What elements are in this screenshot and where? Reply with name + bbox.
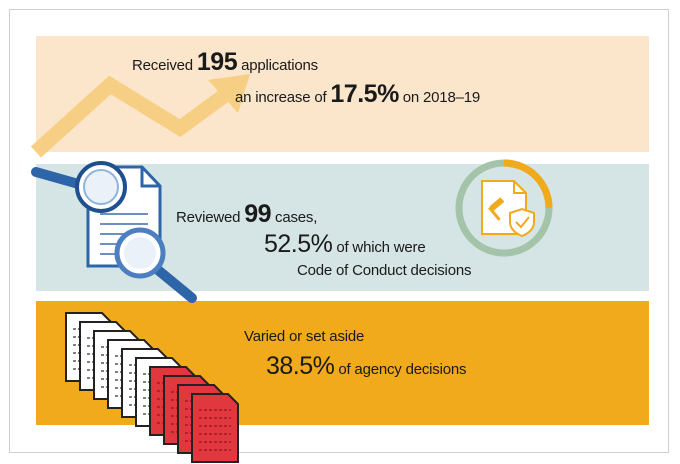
outcomes-line-1: Varied or set aside xyxy=(244,328,365,345)
applications-count: 195 xyxy=(196,48,238,76)
reviews-prefix: Reviewed xyxy=(176,209,241,226)
applications-line-1: Received 195 applications xyxy=(132,48,318,77)
outcomes-suffix: of agency decisions xyxy=(338,361,467,378)
increase-percent: 17.5% xyxy=(330,80,399,108)
applications-suffix: applications xyxy=(241,57,318,74)
document-search-icon xyxy=(31,161,197,303)
increase-prefix: an increase of xyxy=(235,89,327,106)
gavel-shield-document-icon xyxy=(455,159,553,257)
outcomes-line-2: 38.5% of agency decisions xyxy=(266,352,467,381)
reviews-share-suffix: of which were xyxy=(336,239,426,256)
document-stack-icon xyxy=(65,312,239,463)
reviews-line-1: Reviewed 99 cases, xyxy=(176,200,317,229)
reviews-line-3: Code of Conduct decisions xyxy=(297,262,472,279)
increase-suffix: on 2018–19 xyxy=(402,89,481,106)
code-of-conduct-percent: 52.5% xyxy=(264,230,333,258)
document-red-icon xyxy=(191,393,239,463)
upward-trend-arrow-icon xyxy=(30,74,250,158)
applications-prefix: Received xyxy=(132,57,193,74)
reviews-suffix: cases, xyxy=(275,209,318,226)
applications-line-2: an increase of 17.5% on 2018–19 xyxy=(235,80,480,109)
reviews-count: 99 xyxy=(244,200,272,228)
varied-set-aside-percent: 38.5% xyxy=(266,352,335,380)
reviews-line-2: 52.5% of which were xyxy=(264,230,426,259)
